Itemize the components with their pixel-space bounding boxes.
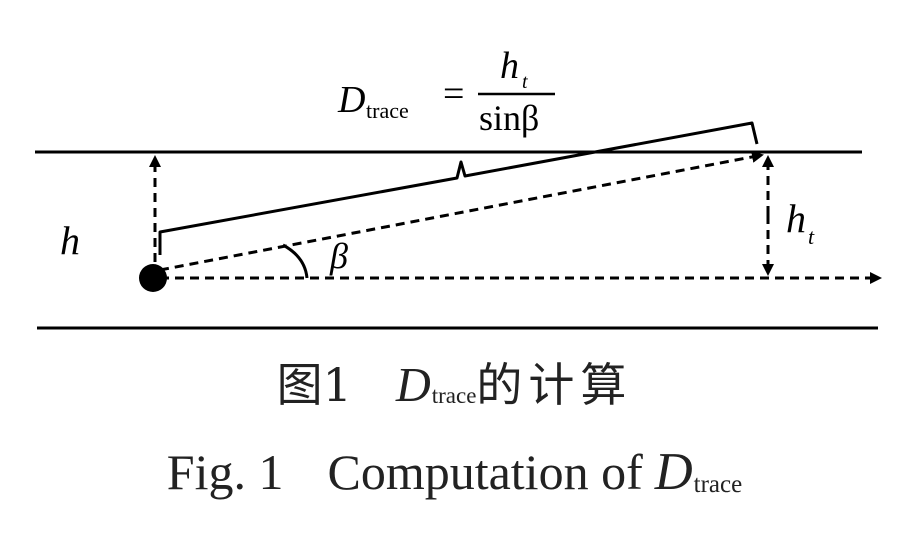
- caption-en-prefix: Fig. 1: [166, 444, 284, 500]
- formula-lhs-symbol: D: [337, 79, 365, 121]
- h-label: h: [60, 218, 80, 263]
- caption-chinese: 图1 Dtrace的计算: [0, 359, 909, 412]
- ht-label-subscript: t: [808, 224, 815, 249]
- formula-numerator-subscript: t: [522, 71, 528, 93]
- ht-label-symbol: h: [786, 196, 806, 241]
- formula-lhs-subscript: trace: [366, 98, 409, 123]
- trace-brace: [158, 121, 759, 255]
- caption-cn-suffix: 的计算: [476, 358, 633, 412]
- formula-equals: =: [443, 73, 464, 115]
- origin-dot: [139, 264, 167, 292]
- caption-cn-subscript: trace: [431, 383, 477, 409]
- formula-denominator: sinβ: [479, 98, 539, 138]
- caption-cn-symbol: D: [395, 359, 431, 412]
- caption-en-symbol: D: [654, 443, 693, 501]
- beta-label: β: [329, 236, 348, 276]
- beta-angle-arc: [282, 243, 309, 279]
- formula-numerator-symbol: h: [500, 45, 519, 87]
- trace-dashed-arrow: [159, 150, 764, 272]
- caption-cn-prefix: 图1: [276, 358, 352, 412]
- caption-en-subscript: trace: [693, 470, 743, 498]
- caption-en-middle: Computation of: [327, 444, 643, 500]
